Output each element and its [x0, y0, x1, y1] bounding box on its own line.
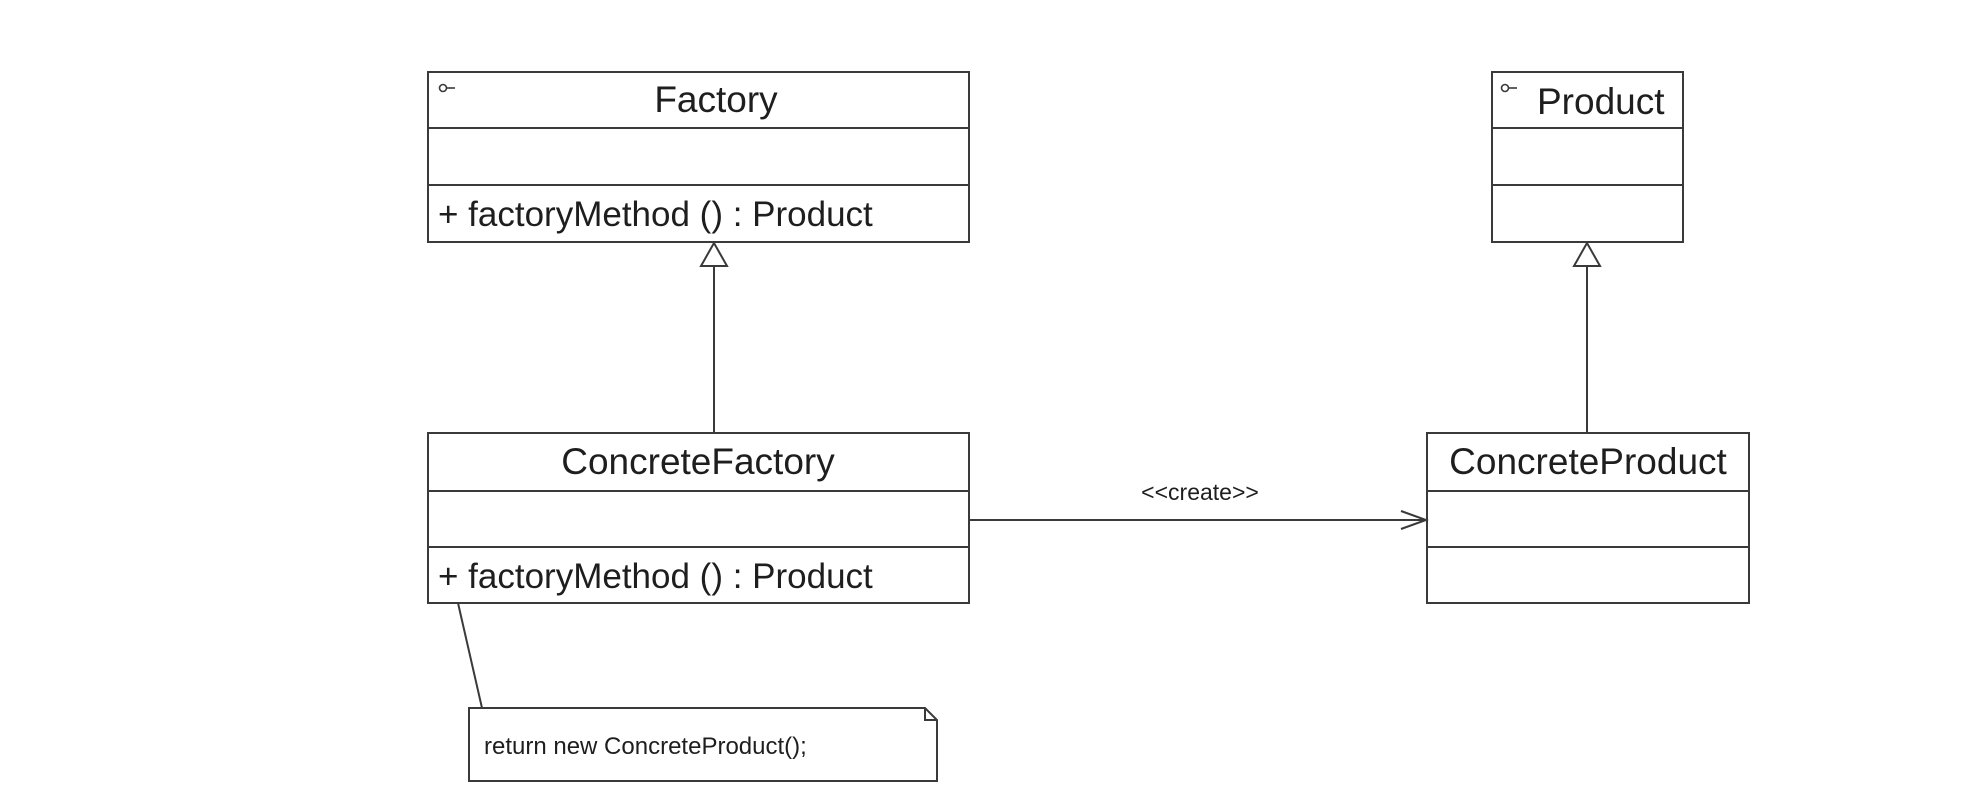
class-concrete-factory[interactable]: ConcreteFactory + factoryMethod () : Pro…: [427, 432, 970, 604]
operation-factory-method: + factoryMethod () : Product: [438, 195, 873, 234]
note[interactable]: return new ConcreteProduct();: [457, 602, 938, 782]
create-stereotype-label: <<create>>: [1141, 479, 1259, 505]
class-name-product: Product: [1537, 81, 1665, 122]
class-name-concrete-factory: ConcreteFactory: [561, 441, 835, 482]
class-factory[interactable]: Factory + factoryMethod () : Product: [427, 71, 970, 243]
note-connector: [457, 602, 483, 709]
generalization-product: [1572, 240, 1602, 433]
note-text: return new ConcreteProduct();: [484, 733, 807, 760]
class-name-concrete-product: ConcreteProduct: [1449, 441, 1727, 482]
generalization-factory: [699, 240, 729, 433]
class-product[interactable]: Product: [1491, 71, 1684, 243]
class-name-factory: Factory: [654, 79, 778, 120]
operation-factory-method: + factoryMethod () : Product: [438, 557, 873, 596]
class-concrete-product[interactable]: ConcreteProduct: [1426, 432, 1750, 604]
dependency-create: <<create>>: [969, 479, 1429, 530]
interface-icon: [1500, 83, 1517, 93]
interface-icon: [438, 83, 455, 93]
